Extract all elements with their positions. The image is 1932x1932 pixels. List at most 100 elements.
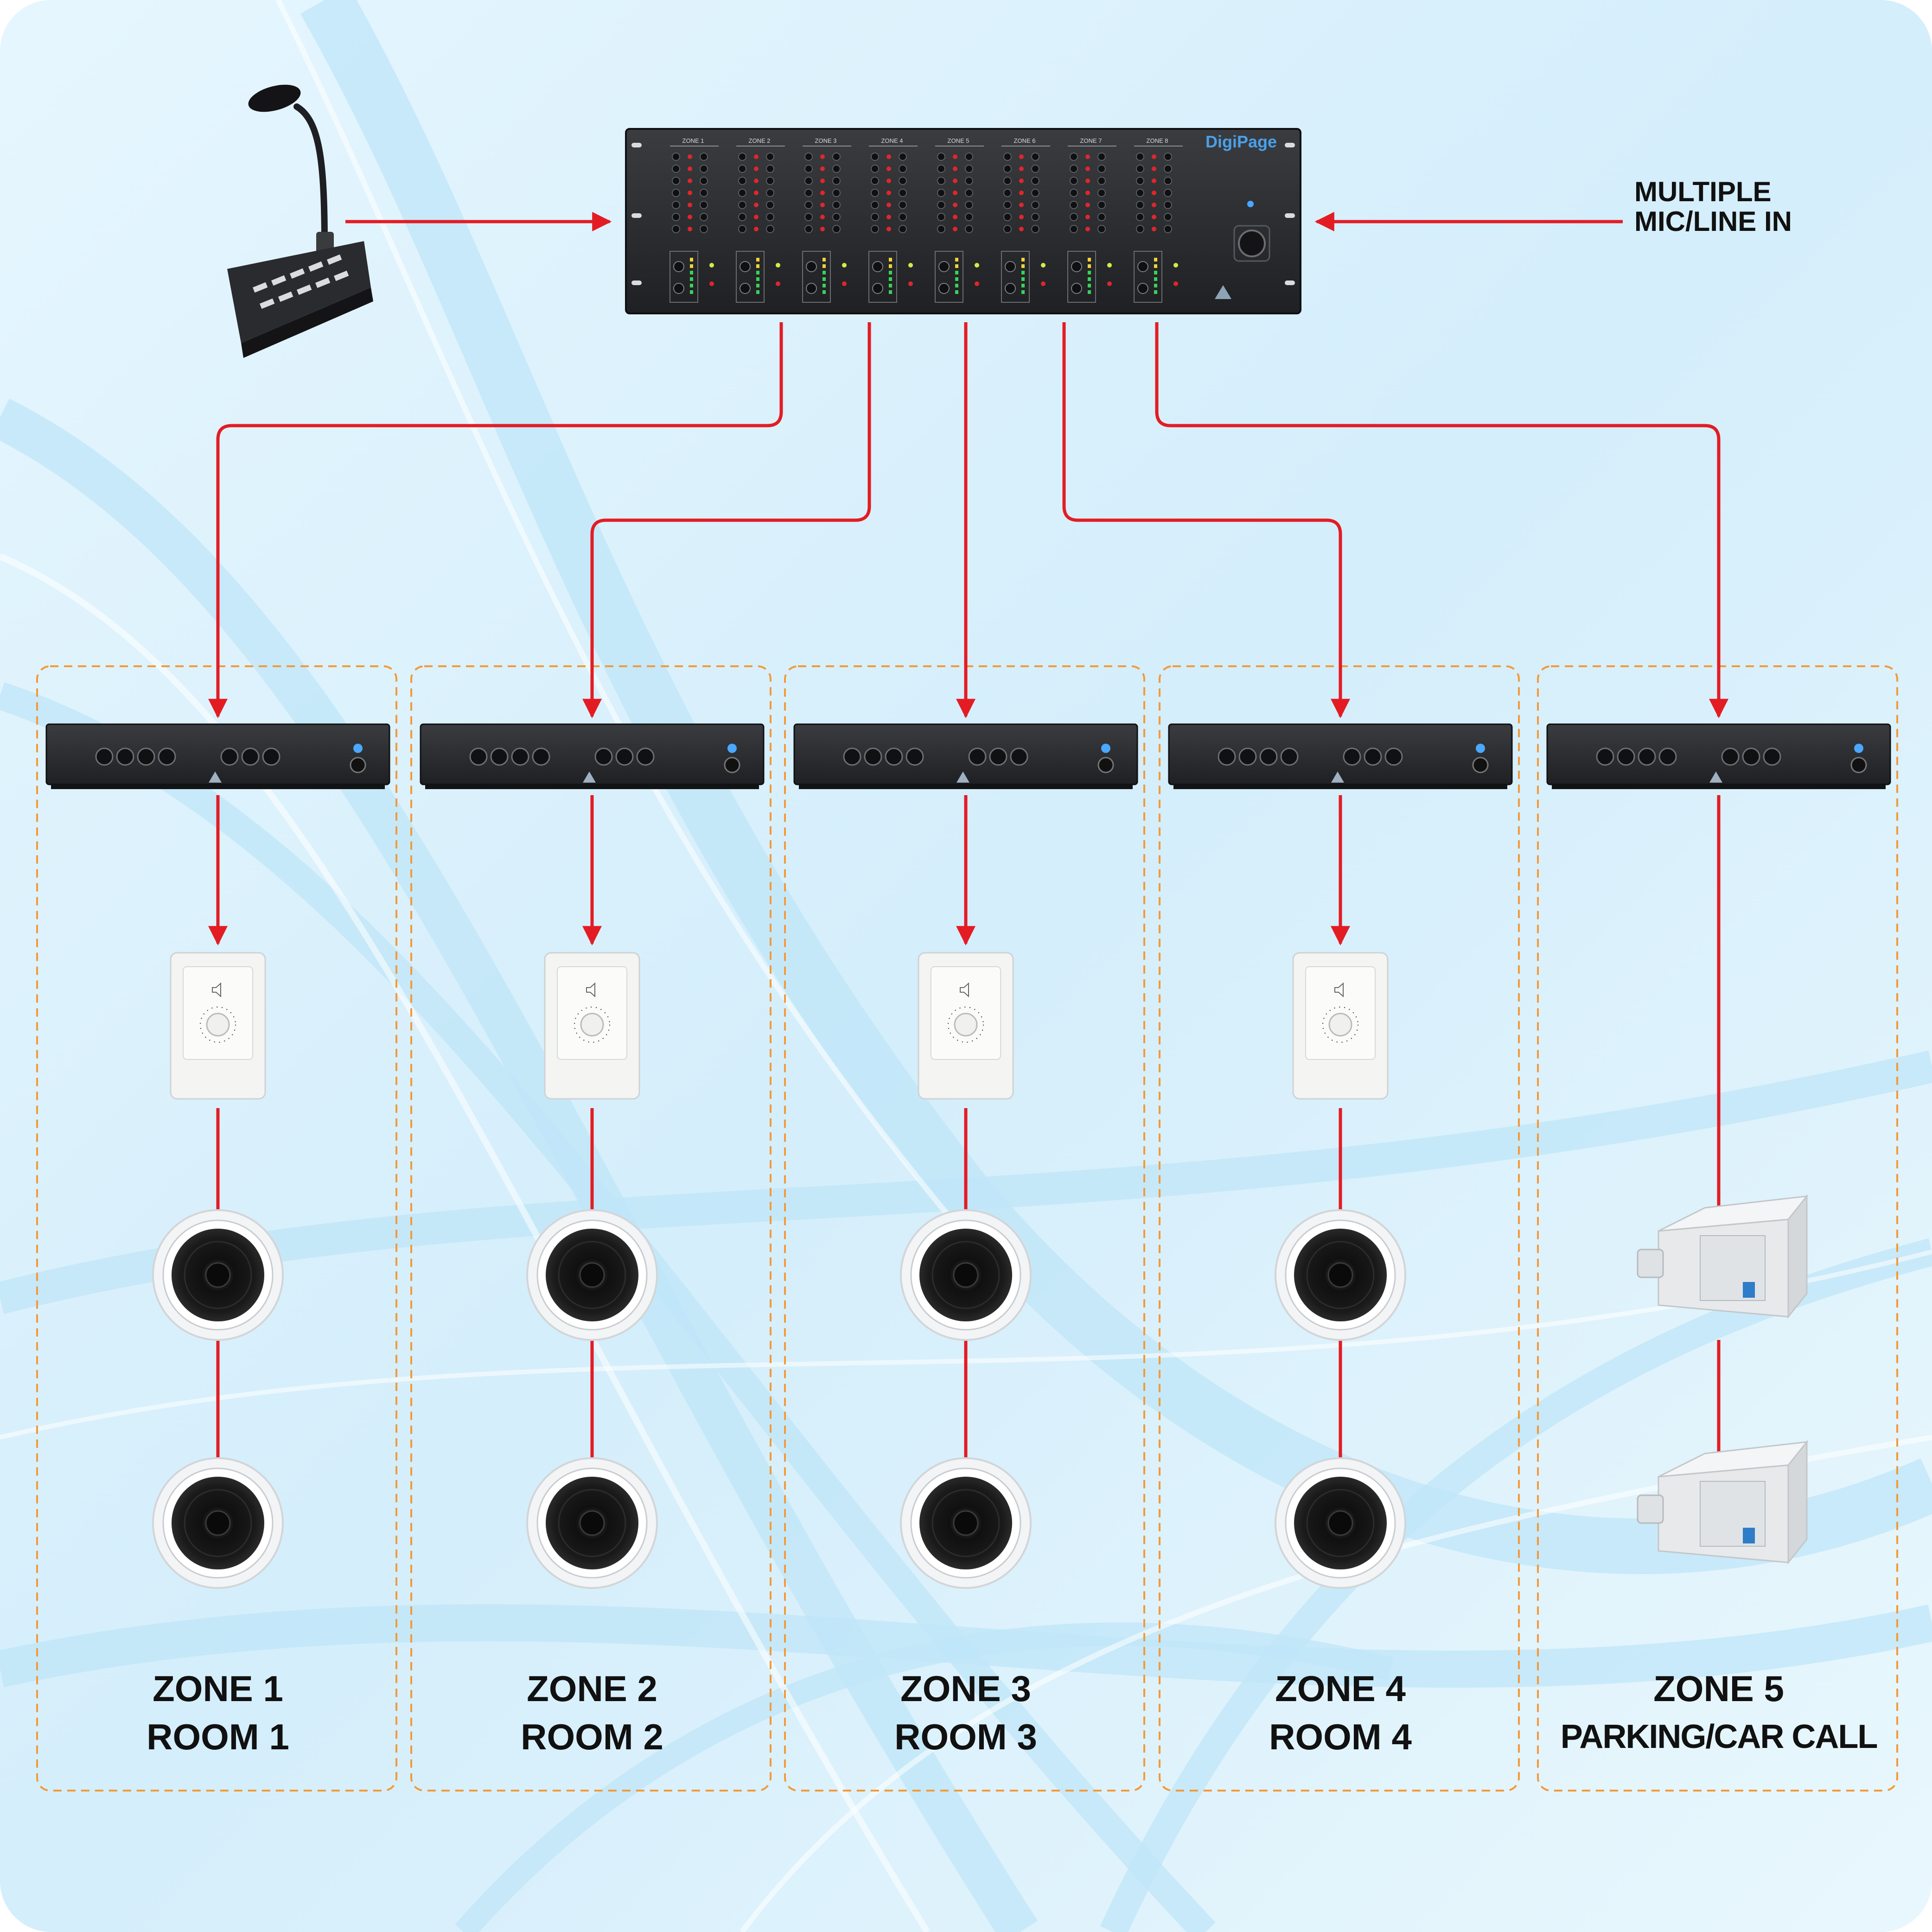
amplifier-power-button[interactable] [350, 757, 366, 773]
mixer-button[interactable] [1097, 189, 1106, 197]
mixer-button[interactable] [1164, 177, 1172, 185]
mixer-button[interactable] [1070, 177, 1078, 185]
amplifier-knob[interactable] [1010, 747, 1028, 766]
mixer-volume-knob[interactable] [1005, 283, 1016, 294]
amplifier-knob[interactable] [511, 747, 529, 766]
amplifier-knob[interactable] [1280, 747, 1299, 766]
mixer-gain-knob[interactable] [1071, 261, 1082, 272]
mixer-button[interactable] [1164, 225, 1172, 233]
amplifier-knob[interactable] [469, 747, 488, 766]
mixer-button[interactable] [738, 225, 746, 233]
volume-knob[interactable] [954, 1013, 978, 1037]
amplifier-knob[interactable] [262, 747, 281, 766]
amplifier-knob[interactable] [615, 747, 634, 766]
amplifier-knob[interactable] [1742, 747, 1760, 766]
mixer-button[interactable] [832, 213, 841, 221]
mixer-button[interactable] [899, 165, 907, 173]
mixer-button[interactable] [1003, 153, 1012, 161]
mixer-button[interactable] [1164, 189, 1172, 197]
mixer-button[interactable] [700, 225, 708, 233]
mixer-button[interactable] [1003, 189, 1012, 197]
amplifier-knob[interactable] [137, 747, 155, 766]
mixer-button[interactable] [899, 225, 907, 233]
amplifier-knob[interactable] [532, 747, 550, 766]
mixer-gain-knob[interactable] [806, 261, 817, 272]
amplifier-knob[interactable] [1596, 747, 1614, 766]
mixer-volume-knob[interactable] [1137, 283, 1148, 294]
mixer-button[interactable] [1070, 189, 1078, 197]
mixer-button[interactable] [832, 153, 841, 161]
amplifier-knob[interactable] [116, 747, 134, 766]
mixer-gain-knob[interactable] [872, 261, 883, 272]
mixer-button[interactable] [766, 177, 774, 185]
mixer-button[interactable] [766, 201, 774, 209]
amplifier-knob[interactable] [220, 747, 239, 766]
amplifier-knob[interactable] [1763, 747, 1781, 766]
mixer-button[interactable] [766, 213, 774, 221]
amplifier-knob[interactable] [241, 747, 260, 766]
mixer-button[interactable] [672, 177, 680, 185]
amplifier-knob[interactable] [636, 747, 655, 766]
mixer-button[interactable] [832, 225, 841, 233]
mixer-button[interactable] [1070, 213, 1078, 221]
mixer-button[interactable] [1031, 201, 1039, 209]
mixer-gain-knob[interactable] [938, 261, 950, 272]
amplifier-knob[interactable] [1343, 747, 1361, 766]
amplifier-knob[interactable] [95, 747, 114, 766]
mixer-button[interactable] [1031, 177, 1039, 185]
mixer-button[interactable] [871, 153, 879, 161]
mixer-button[interactable] [672, 225, 680, 233]
mixer-gain-knob[interactable] [673, 261, 684, 272]
volume-knob[interactable] [580, 1013, 604, 1037]
mixer-gain-knob[interactable] [1137, 261, 1148, 272]
volume-knob[interactable] [1328, 1013, 1352, 1037]
mixer-volume-knob[interactable] [740, 283, 751, 294]
mixer-button[interactable] [899, 153, 907, 161]
mixer-button[interactable] [1031, 153, 1039, 161]
mixer-button[interactable] [700, 165, 708, 173]
mixer-button[interactable] [804, 213, 813, 221]
mixer-button[interactable] [738, 201, 746, 209]
amplifier-knob[interactable] [885, 747, 903, 766]
mixer-volume-knob[interactable] [872, 283, 883, 294]
mixer-volume-knob[interactable] [673, 283, 684, 294]
mixer-button[interactable] [1031, 189, 1039, 197]
mixer-button[interactable] [937, 177, 945, 185]
amplifier-power-button[interactable] [1097, 757, 1114, 773]
mixer-button[interactable] [1097, 165, 1106, 173]
mixer-button[interactable] [899, 213, 907, 221]
amplifier-knob[interactable] [1364, 747, 1382, 766]
mixer-button[interactable] [1097, 201, 1106, 209]
mixer-button[interactable] [937, 153, 945, 161]
mixer-button[interactable] [1097, 177, 1106, 185]
mixer-button[interactable] [1164, 153, 1172, 161]
mixer-button[interactable] [1003, 213, 1012, 221]
mixer-button[interactable] [965, 177, 973, 185]
mixer-button[interactable] [1031, 213, 1039, 221]
mixer-button[interactable] [965, 201, 973, 209]
amplifier-knob[interactable] [1218, 747, 1236, 766]
mixer-gain-knob[interactable] [740, 261, 751, 272]
mixer-button[interactable] [766, 153, 774, 161]
mixer-button[interactable] [1136, 225, 1144, 233]
mixer-button[interactable] [899, 189, 907, 197]
mixer-button[interactable] [1136, 213, 1144, 221]
mixer-button[interactable] [965, 225, 973, 233]
mixer-button[interactable] [766, 225, 774, 233]
mixer-button[interactable] [766, 165, 774, 173]
mixer-button[interactable] [1136, 153, 1144, 161]
mixer-button[interactable] [738, 165, 746, 173]
mixer-button[interactable] [738, 213, 746, 221]
mixer-button[interactable] [1070, 225, 1078, 233]
mixer-button[interactable] [937, 165, 945, 173]
mixer-button[interactable] [1003, 201, 1012, 209]
mixer-button[interactable] [672, 189, 680, 197]
mixer-button[interactable] [700, 177, 708, 185]
mixer-button[interactable] [1003, 165, 1012, 173]
mixer-button[interactable] [1136, 165, 1144, 173]
mixer-button[interactable] [965, 165, 973, 173]
mixer-button[interactable] [1070, 153, 1078, 161]
mixer-button[interactable] [804, 153, 813, 161]
mixer-button[interactable] [1136, 177, 1144, 185]
mixer-button[interactable] [832, 189, 841, 197]
